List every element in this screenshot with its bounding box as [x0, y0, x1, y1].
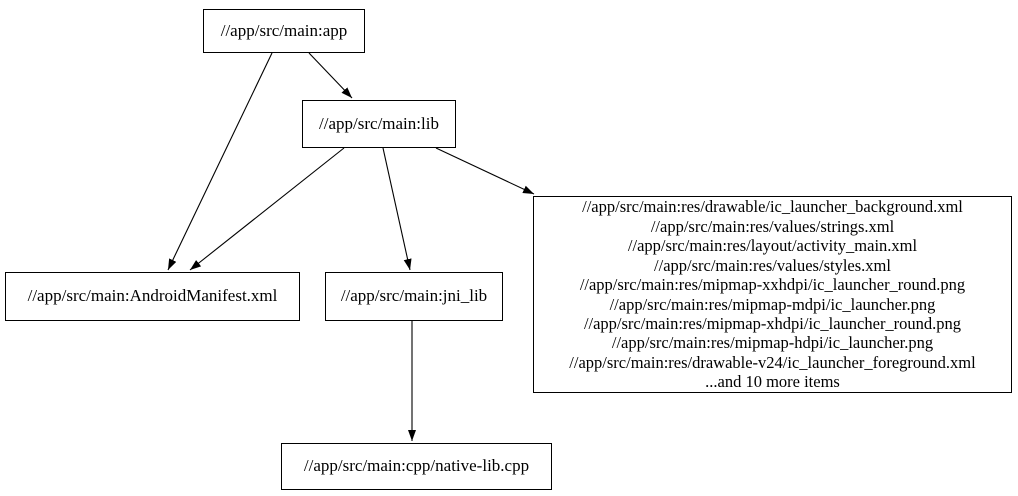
node-jni-lib-label: //app/src/main:jni_lib: [340, 286, 488, 306]
res-file-line: //app/src/main:res/mipmap-hdpi/ic_launch…: [611, 333, 934, 353]
res-file-line: //app/src/main:res/mipmap-xxhdpi/ic_laun…: [579, 275, 966, 295]
node-native-lib-cpp: //app/src/main:cpp/native-lib.cpp: [281, 443, 552, 490]
node-android-manifest-label: //app/src/main:AndroidManifest.xml: [27, 286, 278, 306]
edge-lib-to-res-files: [435, 147, 535, 195]
node-native-lib-cpp-label: //app/src/main:cpp/native-lib.cpp: [303, 456, 530, 476]
res-file-line: //app/src/main:res/mipmap-mdpi/ic_launch…: [609, 294, 936, 314]
res-file-line: //app/src/main:res/drawable/ic_launcher_…: [582, 197, 963, 217]
node-android-manifest: //app/src/main:AndroidManifest.xml: [5, 272, 300, 321]
node-app-label: //app/src/main:app: [220, 20, 348, 40]
node-app: //app/src/main:app: [203, 9, 365, 53]
node-lib: //app/src/main:lib: [302, 100, 456, 148]
edge-app-to-lib: [308, 52, 353, 99]
res-file-line: //app/src/main:res/drawable-v24/ic_launc…: [569, 352, 976, 372]
res-file-line: //app/src/main:res/mipmap-xhdpi/ic_launc…: [583, 313, 962, 333]
node-lib-label: //app/src/main:lib: [319, 113, 439, 133]
edge-app-to-android-manifest: [167, 52, 273, 271]
node-jni-lib: //app/src/main:jni_lib: [325, 272, 503, 321]
res-file-line: //app/src/main:res/values/strings.xml: [650, 216, 895, 236]
res-file-line: //app/src/main:res/values/styles.xml: [654, 255, 891, 275]
res-more-items-line: ...and 10 more items: [705, 372, 840, 392]
edge-lib-to-android-manifest: [189, 147, 345, 271]
node-res-files: //app/src/main:res/drawable/ic_launcher_…: [533, 196, 1012, 393]
res-file-line: //app/src/main:res/layout/activity_main.…: [627, 236, 918, 256]
edge-lib-to-jni-lib: [382, 147, 412, 271]
